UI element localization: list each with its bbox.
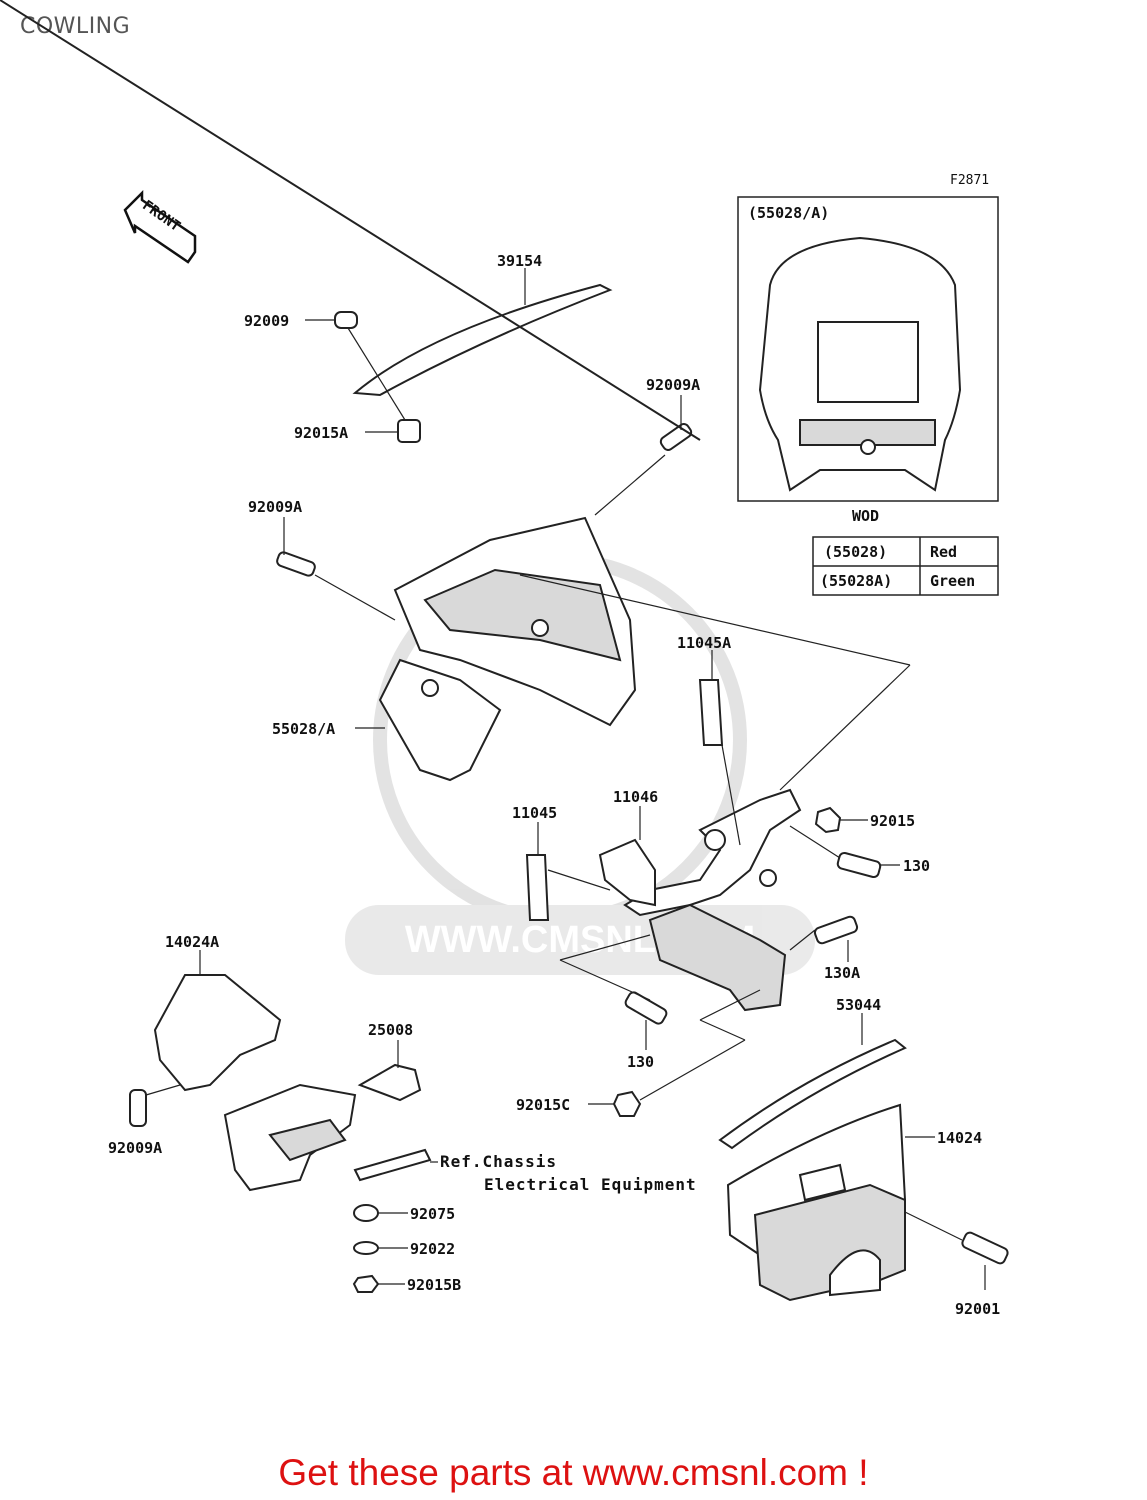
bolt-130-lower	[624, 991, 668, 1025]
label-11045: 11045	[512, 804, 557, 822]
cowling-55028A	[378, 516, 911, 791]
front-arrow-icon: FRONT	[123, 189, 197, 264]
label-130A: 130A	[824, 964, 860, 982]
color-table-color-2: Green	[930, 572, 975, 590]
bolt-92001	[961, 1231, 1009, 1265]
footer-cta[interactable]: Get these parts at www.cmsnl.com !	[278, 1452, 869, 1493]
label-92022: 92022	[410, 1240, 455, 1258]
stay-assembly	[0, 0, 802, 1012]
bracket-11045A	[698, 679, 724, 746]
nut-92015A	[397, 419, 421, 443]
bolt-92009A-right	[659, 423, 693, 451]
strip-53044	[718, 1038, 907, 1150]
inset-bolt	[860, 439, 876, 455]
bolt-130A	[813, 915, 859, 945]
label-92009A-left: 92009A	[248, 498, 302, 516]
label-92015A: 92015A	[294, 424, 348, 442]
label-130-lower: 130	[627, 1053, 654, 1071]
inset-caption: WOD	[852, 507, 879, 525]
label-92015: 92015	[870, 812, 915, 830]
label-11045A: 11045A	[677, 634, 731, 652]
label-55028A: 55028/A	[272, 720, 335, 738]
label-14024A: 14024A	[165, 933, 219, 951]
bracket-25008	[223, 1040, 422, 1192]
grommet-92075	[353, 1204, 379, 1222]
color-table: (55028) Red (55028A) Green	[812, 536, 999, 596]
label-25008: 25008	[368, 1021, 413, 1039]
ref-note-line1: Ref.Chassis	[440, 1152, 557, 1171]
color-table-part-2: (55028A)	[820, 572, 892, 590]
windscreen-39154	[352, 283, 613, 397]
bolt-92009A-bottom	[129, 1089, 147, 1127]
color-table-color-1: Red	[930, 543, 957, 561]
ref-note-line2: Electrical Equipment	[484, 1175, 697, 1194]
screw-92009	[334, 311, 358, 329]
label-11046: 11046	[613, 788, 658, 806]
bolt-130-upper	[836, 851, 882, 879]
inset-title: (55028/A)	[748, 204, 829, 222]
label-92015B: 92015B	[407, 1276, 461, 1294]
label-92009A-bottom: 92009A	[108, 1139, 162, 1157]
inset-headlight-window	[817, 321, 919, 403]
figure-code: F2871	[950, 173, 989, 188]
bolt-92009A-left	[276, 551, 316, 577]
label-92009-top: 92009	[244, 312, 289, 330]
nut-92015B	[352, 1274, 380, 1293]
label-92001: 92001	[955, 1300, 1000, 1318]
inset-panel: (55028/A) WOD	[737, 196, 999, 525]
cover-14024A	[153, 974, 282, 1092]
bracket-11046	[598, 838, 656, 907]
label-14024: 14024	[937, 1129, 982, 1147]
label-53044: 53044	[836, 996, 881, 1014]
label-39154: 39154	[497, 252, 542, 270]
washer-92022	[353, 1241, 379, 1255]
lead-strip	[353, 1148, 432, 1182]
label-92015C: 92015C	[516, 1096, 570, 1114]
cover-14024	[726, 1103, 907, 1302]
nut-92015C	[612, 1090, 642, 1117]
color-table-part-1: (55028)	[824, 543, 887, 561]
label-130-upper: 130	[903, 857, 930, 875]
bracket-11045	[525, 854, 550, 921]
label-92075: 92075	[410, 1205, 455, 1223]
page-title: COWLING	[20, 14, 131, 39]
label-92009A-right: 92009A	[646, 376, 700, 394]
nut-92015	[814, 806, 842, 834]
